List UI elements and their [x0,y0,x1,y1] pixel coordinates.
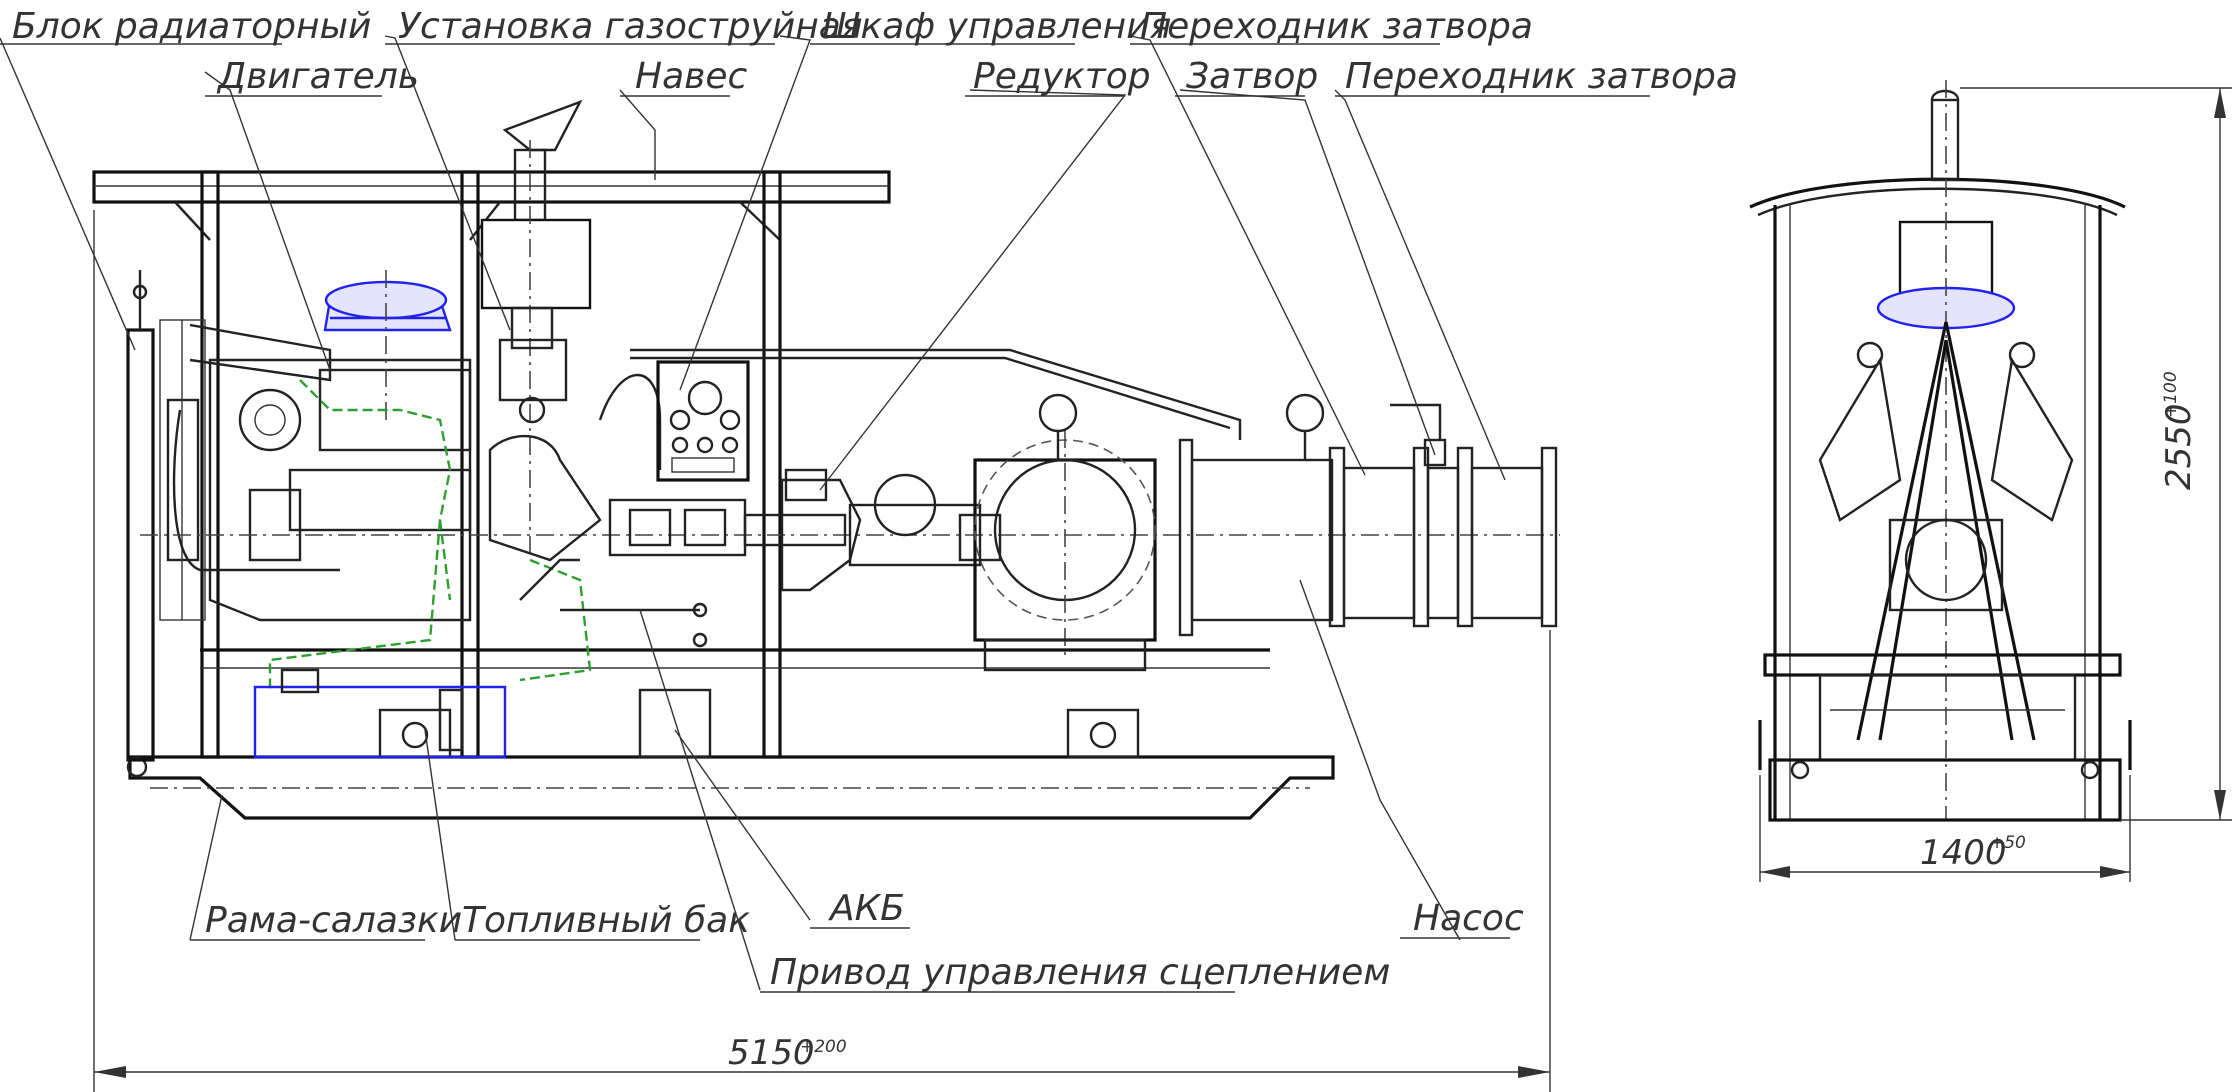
height-dimension [1960,87,2232,821]
label-engine: Двигатель [216,56,419,97]
width-tolerance: +50 [1990,833,2026,853]
upper-pipe [630,348,1242,440]
label-control-cabinet: Шкаф управления [822,6,1171,47]
labels: Блок радиаторный Двигатель Установка газ… [12,6,1738,993]
label-gate-adapter: Переходник затвора [1345,56,1738,97]
gate-assembly [1328,403,1558,628]
drive-shaft [608,498,847,557]
height-value: 2550 [2159,403,2199,490]
label-radiator: Блок радиаторный [12,6,371,47]
width-value: 1400 [1920,833,2007,873]
label-fuel-tank: Топливный бак [462,900,750,941]
length-value: 5150 [728,1033,815,1073]
label-gate-adapter-top: Переходник затвора [1140,6,1533,47]
width-dimension [1759,775,2131,882]
label-gearbox: Редуктор [973,56,1151,97]
length-tolerance: +200 [800,1037,847,1057]
label-underlines [0,43,1650,993]
dimension-texts: 5150 +200 1400 +50 2550 +100 [728,371,2199,1073]
clutch-drive [519,558,708,648]
side-view [0,35,1650,1092]
fuel-tank [253,668,507,759]
label-canopy: Навес [635,56,747,97]
fuel-lines [268,379,592,690]
label-clutch-drive: Привод управления сцеплением [770,952,1390,993]
control-cabinet [656,360,750,482]
label-skid-frame: Рама-салазки [205,900,462,941]
leader-lines [0,35,1506,991]
skid-frame [126,648,1335,820]
radiator-block [126,270,206,762]
label-gate: Затвор [1186,56,1318,97]
front-view [1749,80,2232,882]
label-gas-jet: Установка газоструйная [398,6,863,47]
engine [140,270,1560,622]
label-battery: АКБ [828,888,905,929]
height-tolerance: +100 [2161,371,2181,418]
length-dimension [93,210,1551,1092]
label-pump: Насос [1413,898,1524,939]
pump [973,393,1334,672]
gas-jet-unit [480,99,662,562]
gearbox [780,468,1002,592]
